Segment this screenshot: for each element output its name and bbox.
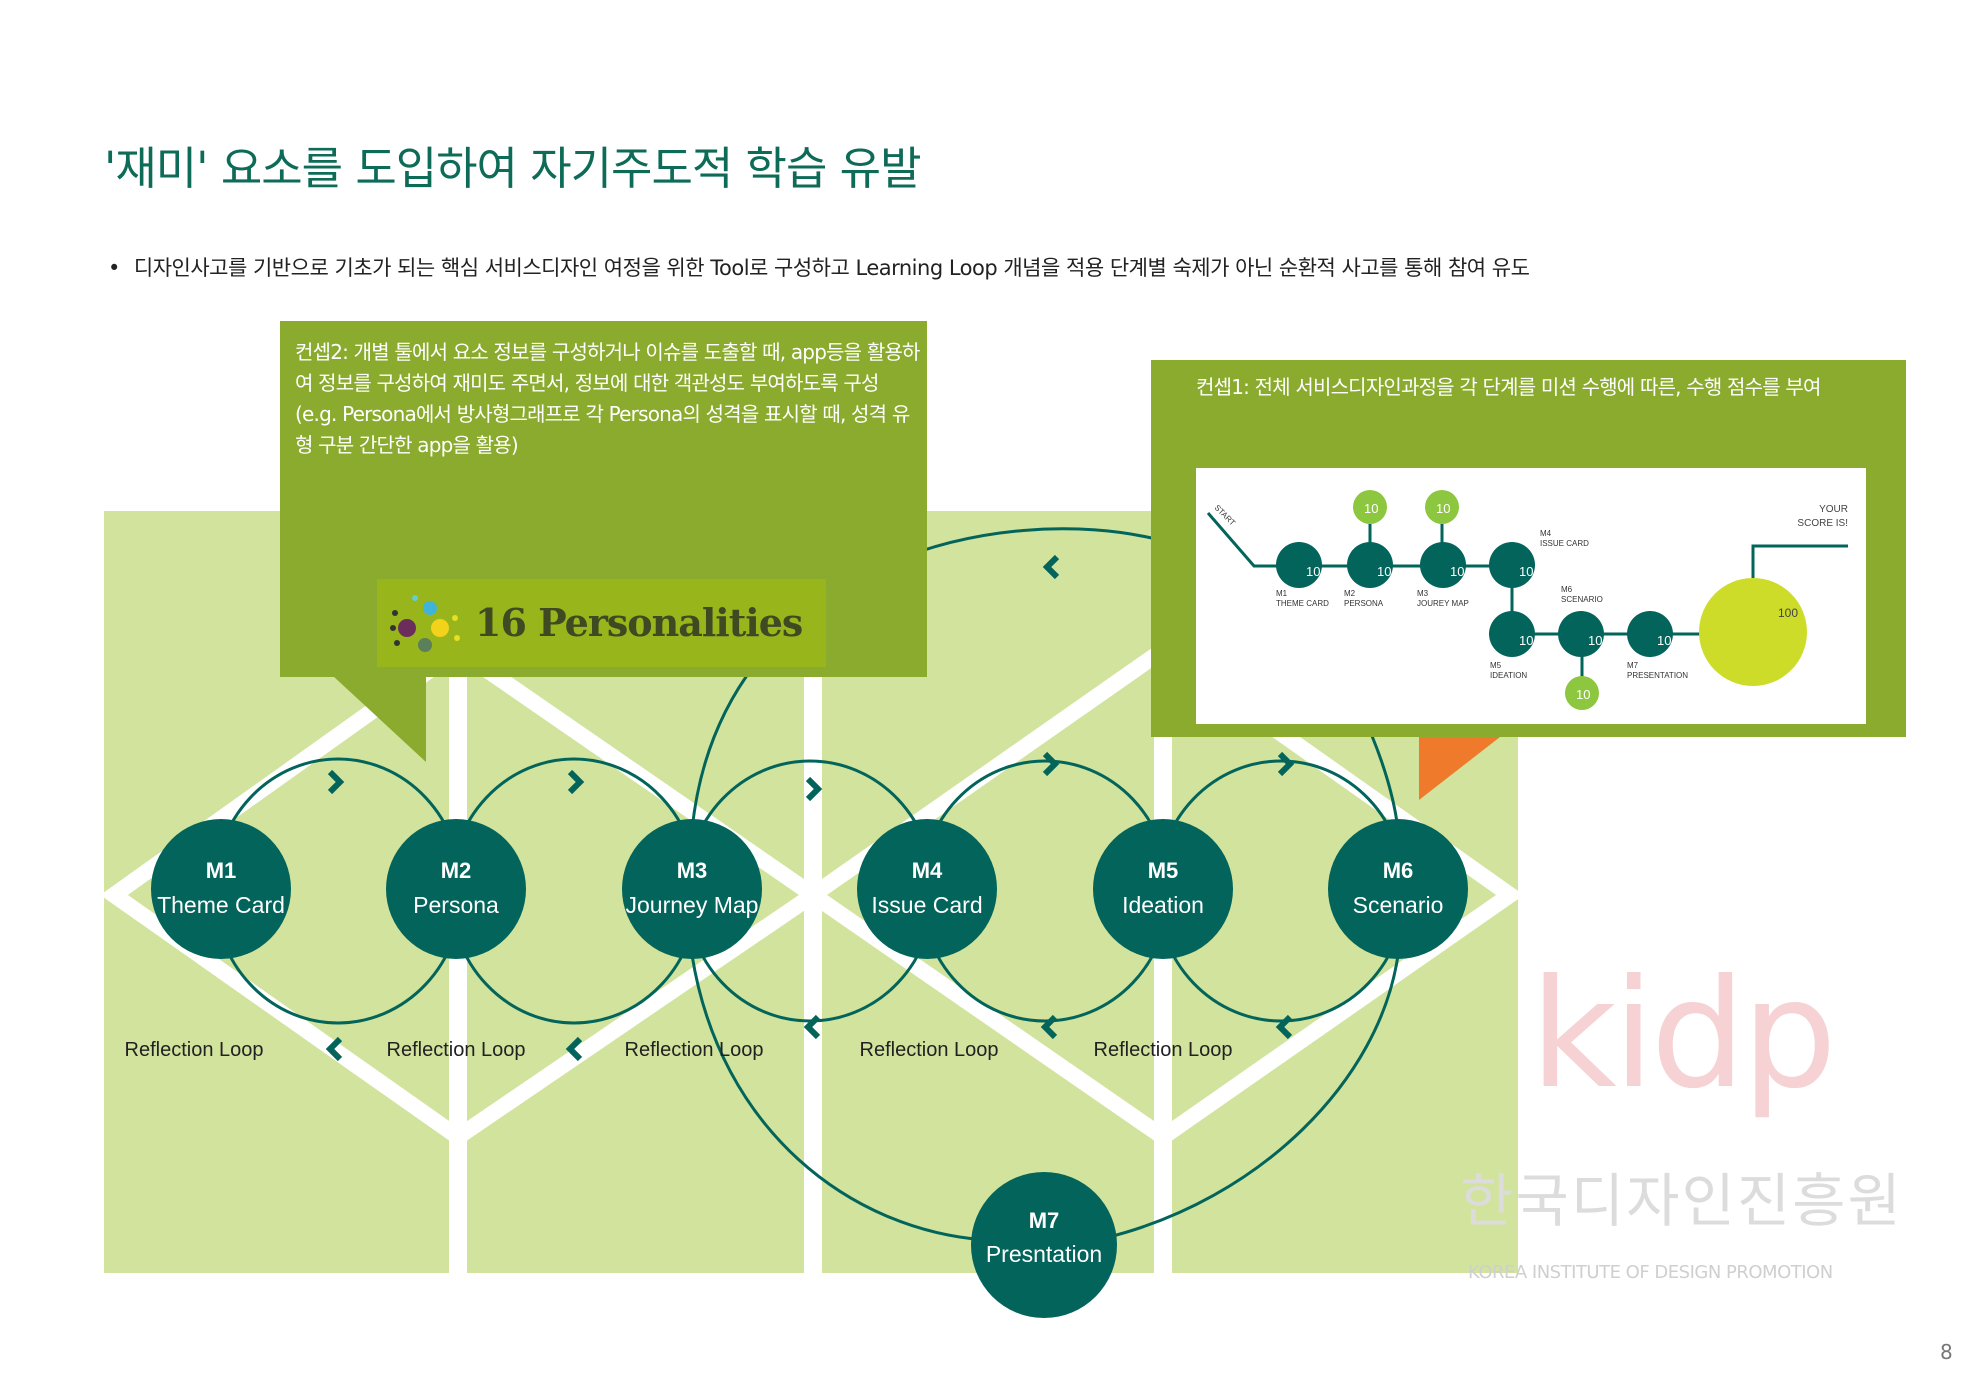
callout-tail	[333, 676, 426, 762]
svg-text:M4: M4	[912, 858, 943, 883]
chevron-right-icon	[1277, 751, 1295, 777]
svg-text:10: 10	[1588, 633, 1602, 648]
total-score: 100	[1778, 606, 1798, 620]
concept1-callout: 컨셉1: 전체 서비스디자인과정을 각 단계를 미션 수행에 따른, 수행 점수…	[1151, 360, 1906, 737]
bullet-marker: •	[108, 256, 120, 280]
svg-text:PRESENTATION: PRESENTATION	[1627, 671, 1688, 680]
concept2-callout: 컨셉2: 개별 툴에서 요소 정보를 구성하거나 이슈를 도출할 때, app등…	[280, 321, 927, 677]
chevron-right-icon	[805, 776, 823, 802]
chevron-right-icon	[567, 769, 585, 795]
svg-text:JOUREY MAP: JOUREY MAP	[1417, 599, 1469, 608]
svg-text:IDEATION: IDEATION	[1490, 671, 1527, 680]
reflection-loop-label: Reflection Loop	[860, 1039, 999, 1061]
svg-text:M2: M2	[1344, 589, 1356, 598]
svg-text:Presntation: Presntation	[986, 1241, 1102, 1267]
chevron-left-icon	[565, 1036, 583, 1062]
svg-text:10: 10	[1306, 564, 1320, 579]
back-chevrons	[325, 1014, 1293, 1062]
chevron-left-icon	[1042, 554, 1060, 580]
total-score-circle	[1699, 578, 1807, 686]
svg-text:Scenario: Scenario	[1353, 892, 1444, 918]
svg-text:M3: M3	[677, 858, 708, 883]
chevron-right-icon	[1042, 751, 1060, 777]
svg-text:Ideation: Ideation	[1122, 892, 1204, 918]
kidp-korean-name: 한국디자인진흥원	[1460, 1167, 1903, 1235]
kidp-english-name: KOREA INSTITUTE OF DESIGN PROMOTION	[1468, 1262, 1833, 1283]
svg-text:M7: M7	[1029, 1208, 1060, 1233]
svg-text:Theme Card: Theme Card	[157, 892, 285, 918]
orange-pointer	[1419, 737, 1500, 800]
svg-text:ISSUE CARD: ISSUE CARD	[1540, 539, 1589, 548]
forward-chevrons	[327, 554, 1295, 802]
svg-text:10: 10	[1450, 564, 1464, 579]
logo-text: 16 Personalities	[475, 600, 803, 645]
reflection-loop-label: Reflection Loop	[1094, 1039, 1233, 1061]
16personalities-logo: 16 Personalities	[377, 579, 826, 667]
chevron-left-icon	[803, 1014, 821, 1040]
svg-text:M7: M7	[1627, 661, 1639, 670]
chevron-left-icon	[1040, 1014, 1058, 1040]
chevron-left-icon	[1275, 1014, 1293, 1040]
svg-text:SCENARIO: SCENARIO	[1561, 595, 1603, 604]
svg-text:M6: M6	[1383, 858, 1414, 883]
page-number: 8	[1940, 1340, 1953, 1364]
svg-text:M3: M3	[1417, 589, 1429, 598]
chevron-left-icon	[325, 1036, 343, 1062]
bullet-text: 디자인사고를 기반으로 기초가 되는 핵심 서비스디자인 여정을 위한 Tool…	[133, 256, 1530, 280]
reflection-loop-label: Reflection Loop	[625, 1039, 764, 1061]
svg-text:10: 10	[1657, 633, 1671, 648]
svg-text:M4: M4	[1540, 529, 1552, 538]
score-map-diagram: START 10 10 10 10 10 10 10 10 10 10 100 …	[1206, 490, 1848, 710]
svg-text:10: 10	[1576, 687, 1590, 702]
svg-text:10: 10	[1377, 564, 1391, 579]
intro-bullet: • 디자인사고를 기반으로 기초가 되는 핵심 서비스디자인 여정을 위한 Too…	[108, 252, 1530, 282]
svg-text:10: 10	[1364, 501, 1378, 516]
svg-text:SCORE IS!: SCORE IS!	[1797, 518, 1848, 529]
svg-text:Journey Map: Journey Map	[626, 892, 759, 918]
svg-text:M5: M5	[1490, 661, 1502, 670]
score-map: START 10 10 10 10 10 10 10 10 10 10 100 …	[1196, 468, 1866, 724]
svg-text:THEME CARD: THEME CARD	[1276, 599, 1329, 608]
svg-text:Persona: Persona	[413, 892, 499, 918]
concept2-text: 컨셉2: 개별 툴에서 요소 정보를 구성하거나 이슈를 도출할 때, app등…	[295, 340, 920, 457]
page-title: '재미' 요소를 도입하여 자기주도적 학습 유발	[104, 142, 921, 195]
svg-text:10: 10	[1519, 633, 1533, 648]
svg-text:10: 10	[1519, 564, 1533, 579]
svg-text:M6: M6	[1561, 585, 1573, 594]
svg-text:M1: M1	[1276, 589, 1288, 598]
svg-text:PERSONA: PERSONA	[1344, 599, 1384, 608]
svg-text:YOUR: YOUR	[1819, 504, 1848, 515]
svg-text:Issue Card: Issue Card	[871, 892, 982, 918]
svg-text:M5: M5	[1148, 858, 1179, 883]
svg-text:M2: M2	[441, 858, 472, 883]
reflection-loop-label: Reflection Loop	[387, 1039, 526, 1061]
kidp-logo: kidp	[1530, 948, 1837, 1122]
concept1-text: 컨셉1: 전체 서비스디자인과정을 각 단계를 미션 수행에 따른, 수행 점수…	[1196, 375, 1821, 399]
reflection-loop-label: Reflection Loop	[125, 1039, 264, 1061]
svg-text:10: 10	[1436, 501, 1450, 516]
chevron-right-icon	[327, 769, 345, 795]
dots-logo-icon	[390, 595, 460, 652]
svg-text:M1: M1	[206, 858, 237, 883]
